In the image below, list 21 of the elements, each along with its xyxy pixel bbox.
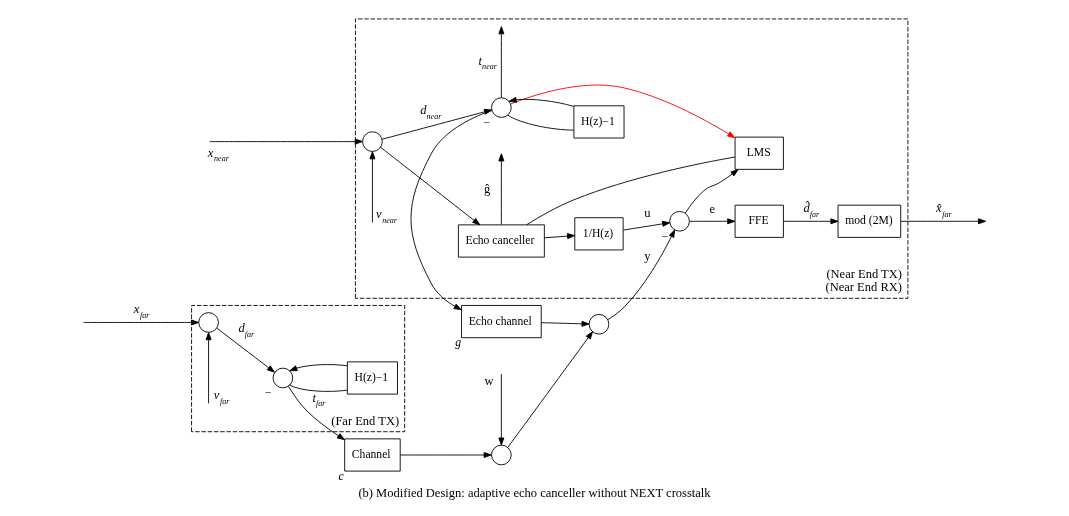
edge-label: x̂$_{far}$ <box>936 201 952 219</box>
node-label: − <box>264 386 272 400</box>
edge-label: x$_{far}$ <box>133 302 150 320</box>
edge-label: d$_{near}$ <box>420 103 442 121</box>
node-label: − <box>660 229 669 243</box>
edge-label: t$_{far}$ <box>312 390 326 409</box>
node-label: c <box>338 469 344 483</box>
edge-label: t$_{near}$ <box>478 53 497 72</box>
node-label: − <box>482 115 491 129</box>
node-label: g <box>455 336 462 350</box>
caption: (b) Modified Design: adaptive echo canceller without NEXT crosstalk <box>358 486 711 501</box>
edge-label: d̂$_{far}$ <box>803 201 820 219</box>
edge-label: d$_{far}$ <box>238 321 255 339</box>
edge-label: u <box>644 206 651 221</box>
edge-label: e <box>709 201 716 216</box>
edge-label: y <box>644 248 651 263</box>
edge-label: x$_{near}$ <box>207 145 229 164</box>
edge-label: v$_{far}$ <box>213 388 230 406</box>
edge-label: ĝ <box>483 181 491 196</box>
edge-label: w <box>484 373 494 388</box>
edge-label: v$_{near}$ <box>375 207 397 225</box>
